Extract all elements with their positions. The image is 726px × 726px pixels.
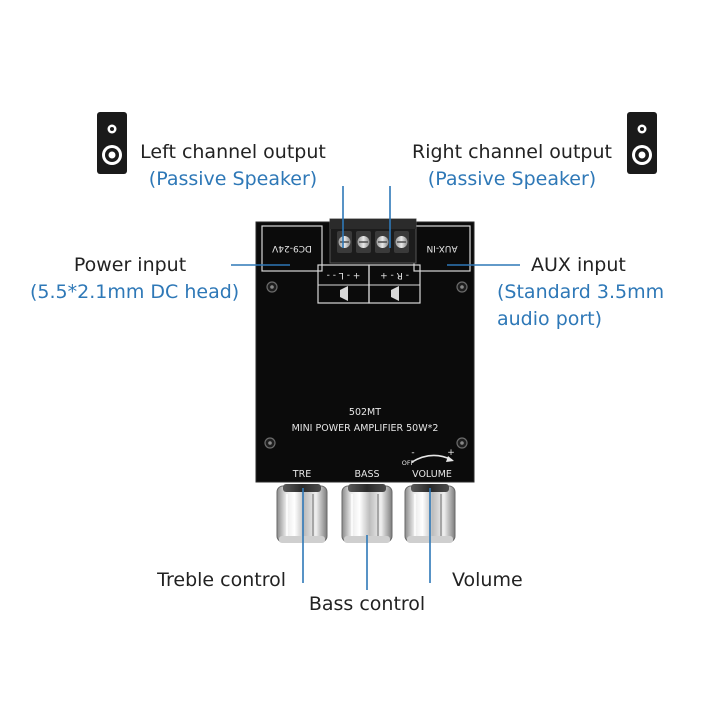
right-terminal-label: - R - + xyxy=(380,270,409,280)
power-jack-outline xyxy=(261,225,323,272)
right-speaker-marking xyxy=(368,264,421,304)
power-jack-label: DC9-24V xyxy=(272,243,312,253)
volume-title: Volume xyxy=(452,569,523,591)
speaker-icon-left xyxy=(97,112,127,174)
treble-knob-label: TRE xyxy=(292,469,312,480)
leader-lines xyxy=(231,186,520,590)
volume-knob-label: VOLUME xyxy=(412,469,452,480)
board-subtitle-label: MINI POWER AMPLIFIER 50W*2 xyxy=(291,423,439,434)
volume-plus-label: + xyxy=(447,448,455,458)
aux-detail-line2: audio port) xyxy=(497,308,603,330)
bass-knob xyxy=(341,484,393,543)
power-title: Power input xyxy=(73,254,187,276)
aux-title: AUX input xyxy=(531,254,626,276)
power-detail: (5.5*2.1mm DC head) xyxy=(30,281,240,303)
volume-minus-label: - xyxy=(411,448,415,458)
bass-knob-label: BASS xyxy=(354,469,380,480)
left-output-title: Left channel output xyxy=(140,141,326,163)
left-speaker-symbol-icon xyxy=(334,286,348,301)
aux-detail-line1: (Standard 3.5mm xyxy=(497,281,665,303)
speaker-terminal-block xyxy=(329,218,417,264)
left-terminal-label: + - L - - xyxy=(326,270,361,280)
volume-off-label: OFF xyxy=(401,459,415,467)
right-output-detail: (Passive Speaker) xyxy=(427,168,597,190)
right-speaker-symbol-icon xyxy=(385,286,399,301)
speaker-icon-right xyxy=(627,112,657,174)
right-output-title: Right channel output xyxy=(412,141,612,163)
bass-title: Bass control xyxy=(308,593,426,615)
amplifier-board xyxy=(255,218,475,483)
treble-title: Treble control xyxy=(157,569,286,591)
treble-knob xyxy=(276,484,328,543)
left-output-detail: (Passive Speaker) xyxy=(148,168,318,190)
aux-jack-label: AUX-IN xyxy=(426,243,458,253)
board-model-label: 502MT xyxy=(348,407,382,418)
